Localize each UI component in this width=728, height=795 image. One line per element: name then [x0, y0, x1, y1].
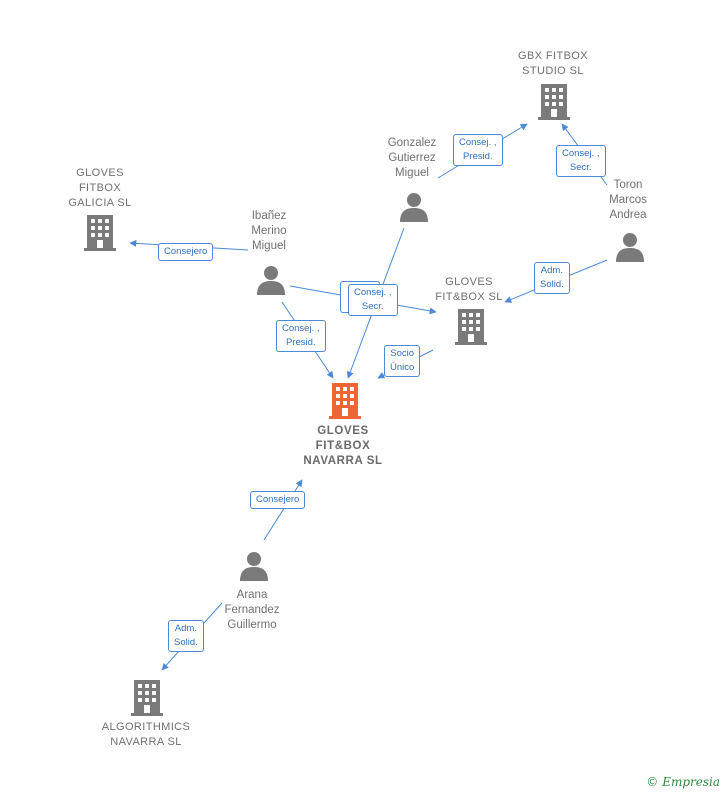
gloves-navarra-label[interactable]: GLOVES FIT&BOX NAVARRA SL	[303, 425, 383, 467]
gonzalez-label[interactable]: Gonzalez Gutierrez Miguel	[387, 137, 437, 179]
edge-label-fitbox-sl-navarra: Socio Único	[384, 345, 421, 377]
ibanez-label[interactable]: Ibañez Merino Miguel	[251, 210, 287, 252]
edge-label-ibanez-galicia: Consejero	[158, 243, 214, 261]
edge-label-arana-algorithmics: Adm. Solid.	[168, 620, 204, 652]
edge-label-ibanez-fitbox-sl: Consej. , Secr.	[348, 284, 398, 316]
edge-label-arana-navarra: Consejero	[250, 491, 306, 509]
toron-label[interactable]: Toron Marcos Andrea	[609, 179, 647, 221]
gonzalez-person-icon[interactable]	[400, 193, 428, 222]
ibanez-person-icon[interactable]	[257, 266, 285, 295]
edge-arana-navarra	[263, 479, 303, 541]
gloves-galicia-label[interactable]: GLOVES FITBOX GALICIA SL	[68, 167, 132, 209]
arana-person-icon[interactable]	[240, 552, 268, 581]
algorithmics-label[interactable]: ALGORITHMICS NAVARRA SL	[101, 721, 191, 748]
edge-label-gonzalez-gbx: Consej. , Presid.	[453, 134, 503, 166]
gloves-galicia-building-icon[interactable]	[84, 215, 116, 251]
gloves-navarra-building-icon[interactable]	[329, 383, 361, 419]
edge-label-toron-fitbox-sl: Adm. Solid.	[534, 262, 570, 294]
gbx-fitbox-building-icon[interactable]	[538, 84, 570, 120]
edge-label-ibanez-navarra: Consej. , Presid.	[276, 320, 326, 352]
copyright-icon: ©	[646, 775, 659, 789]
gbx-fitbox-label[interactable]: GBX FITBOX STUDIO SL	[517, 50, 589, 77]
toron-person-icon[interactable]	[616, 233, 644, 262]
arana-label[interactable]: Arana Fernandez Guillermo	[224, 589, 280, 631]
gloves-fitbox-sl-building-icon[interactable]	[455, 309, 487, 345]
brand-name: Empresia	[662, 775, 720, 789]
empresia-logo[interactable]: ©Empresia	[646, 775, 720, 789]
gloves-fitbox-sl-label[interactable]: GLOVES FIT&BOX SL	[435, 276, 503, 303]
algorithmics-building-icon[interactable]	[131, 680, 163, 716]
edge-label-toron-gbx: Consej. , Secr.	[556, 145, 606, 177]
